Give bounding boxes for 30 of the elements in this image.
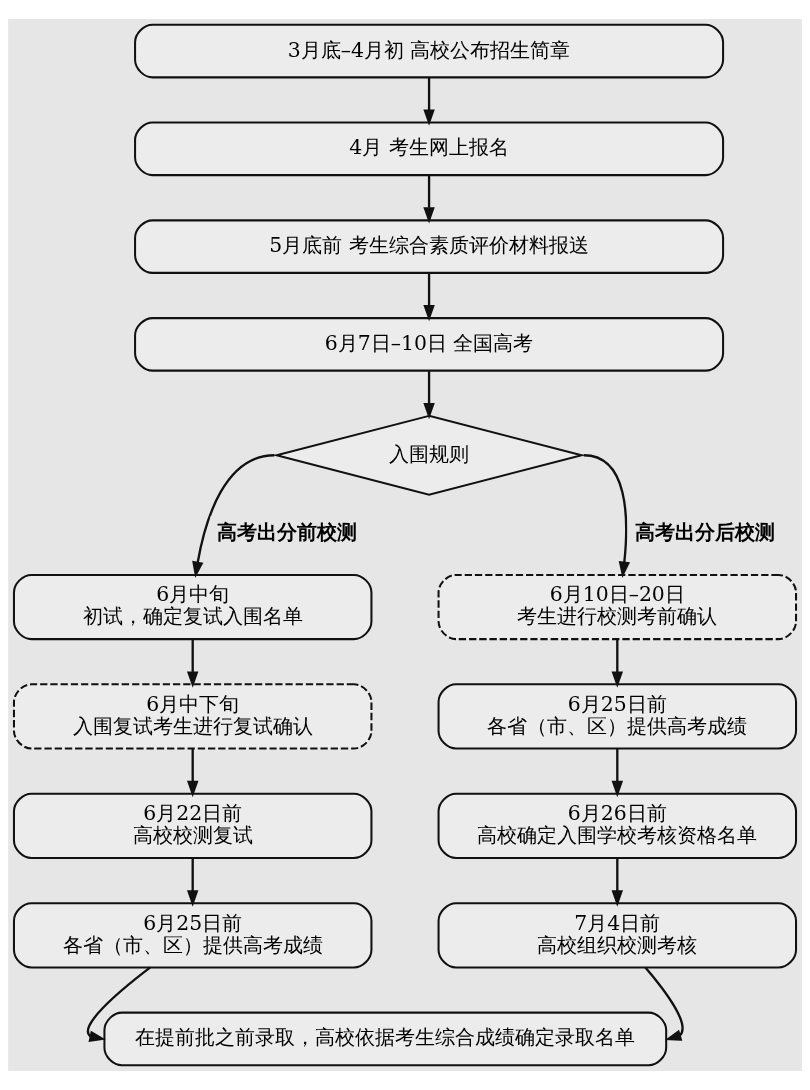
node-box: 在提前批之前录取，高校依据考生综合成绩确定录取名单: [103, 1011, 668, 1067]
edge-label: 高考出分前校测: [217, 520, 358, 545]
arrow: [644, 966, 684, 1041]
arrow: [611, 748, 624, 798]
node-box: 6月25日前 各省（市、区）提供高考成绩: [437, 683, 798, 750]
node-box: 5月底前 考生综合素质评价材料报送: [134, 219, 725, 274]
node-box: 6月7日–10日 全国高考: [134, 317, 725, 372]
arrow: [186, 858, 199, 907]
node-box: 6月26日前 高校确定入围学校考核资格名单: [437, 792, 798, 859]
node-box: 6月10日–20日 考生进行校测考前确认: [437, 573, 798, 641]
node-diamond: 入围规则: [272, 414, 586, 496]
arrow: [423, 175, 435, 224]
node-box: 3月底–4月初 高校公布招生简章: [134, 23, 725, 79]
arrow: [186, 748, 199, 798]
node-box: 6月22日前 高校校测复试: [12, 792, 373, 859]
node-box: 6月中旬 初试，确定复试入围名单: [12, 573, 373, 641]
node-box: 6月中下旬 入围复试考生进行复试确认: [12, 683, 373, 750]
edge-label: 高考出分后校测: [634, 520, 775, 545]
arrow: [423, 370, 435, 420]
node-box: 4月 考生网上报名: [134, 121, 725, 177]
arrow: [192, 454, 275, 578]
arrow: [611, 858, 624, 907]
node-box: 6月25日前 各省（市、区）提供高考成绩: [12, 902, 373, 969]
arrow: [86, 966, 151, 1042]
arrow: [611, 639, 624, 688]
arrow: [423, 273, 435, 322]
arrow: [583, 454, 631, 578]
arrow: [186, 639, 199, 688]
node-box: 7月4日前 高校组织校测考核: [437, 902, 798, 969]
arrow: [423, 77, 435, 126]
